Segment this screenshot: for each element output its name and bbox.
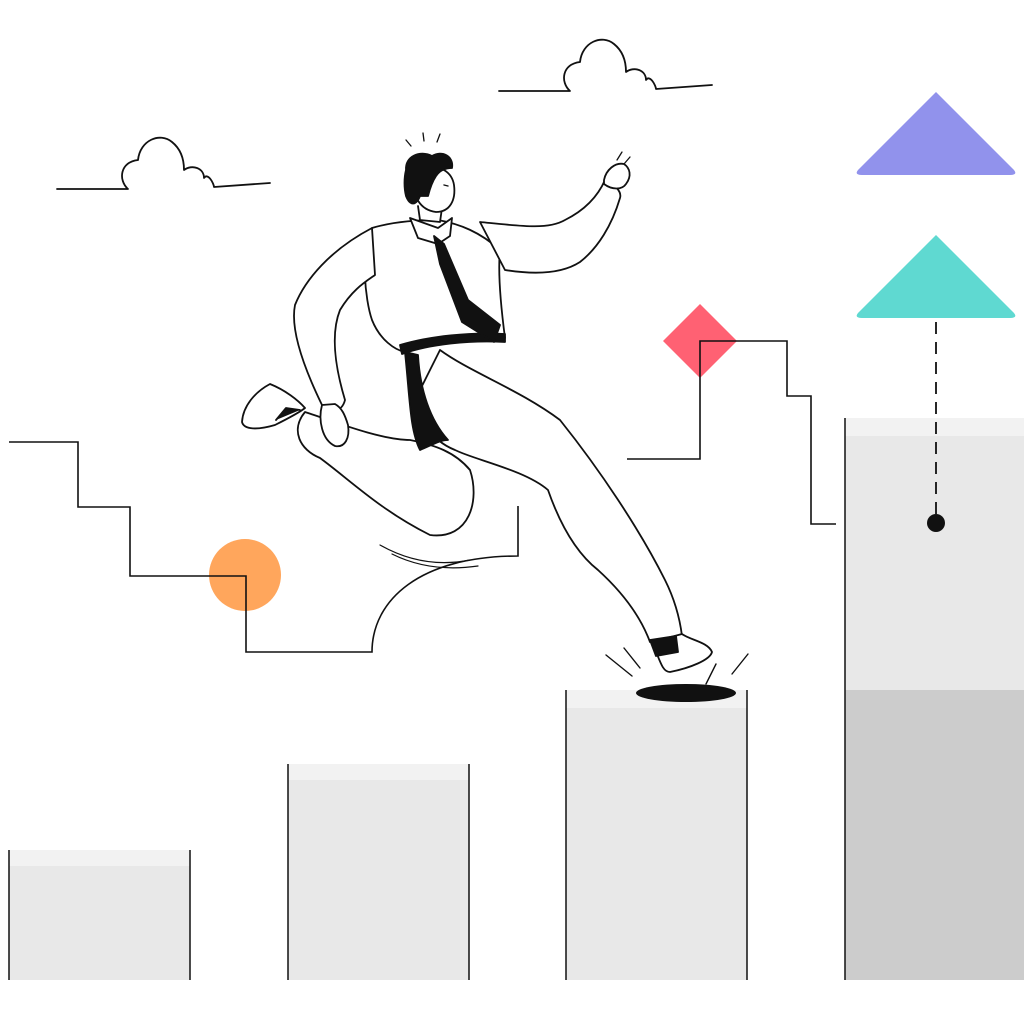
back-arm <box>293 227 376 412</box>
pillar-2-shape <box>287 764 470 980</box>
raised-arm <box>479 179 622 274</box>
raised-hand <box>603 162 631 190</box>
impact-lines <box>605 647 749 685</box>
purple-triangle-shape <box>856 92 1016 175</box>
belt <box>399 332 506 355</box>
hand-motion-lines <box>616 151 631 165</box>
teal-triangle-shape <box>856 235 1016 318</box>
surprise-lines <box>405 132 441 147</box>
front-leg <box>419 349 683 643</box>
pillar-4-shape <box>844 418 1024 980</box>
cloud-left-icon <box>56 136 271 190</box>
tie <box>433 235 501 343</box>
pillar-3-shape <box>565 690 748 980</box>
back-hand <box>319 403 350 448</box>
pillar-1-shape <box>8 850 191 980</box>
orange-circle-shape <box>209 539 281 611</box>
stair-line-right <box>627 340 836 525</box>
guide-dot-shape <box>927 514 945 532</box>
cloud-right-icon <box>498 38 713 92</box>
stair-line-left <box>9 441 519 653</box>
hair <box>403 152 454 205</box>
landing-shadow-shape <box>636 684 736 702</box>
coat-shadow <box>404 351 449 451</box>
collar <box>409 217 453 245</box>
running-man <box>241 152 713 673</box>
back-shoe <box>241 383 306 430</box>
motion-lines <box>379 544 479 569</box>
